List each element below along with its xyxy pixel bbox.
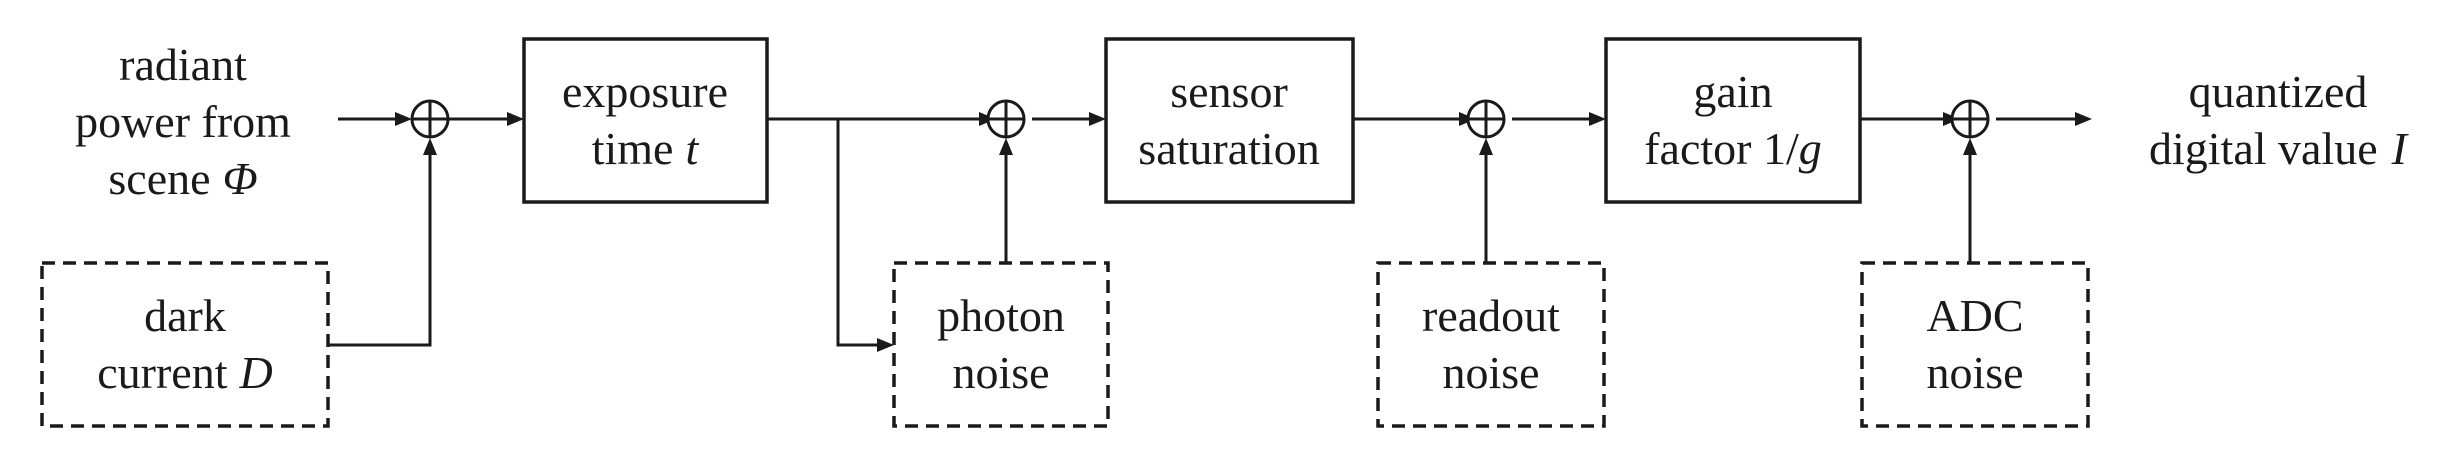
arrowhead-into-photon-noise <box>877 338 894 352</box>
output-symbol-i: I <box>2391 123 2410 174</box>
photon-noise-line1: photon <box>937 290 1065 341</box>
output-label-line1: quantized <box>2189 66 2368 117</box>
adc-noise-line2: noise <box>1926 347 2023 398</box>
arrowhead-into-gain <box>1589 112 1606 126</box>
dark-symbol-d: D <box>239 347 273 398</box>
arrowhead-into-sum1 <box>395 112 412 126</box>
exposure-time-word: time <box>592 123 674 174</box>
input-label-line1: radiant <box>119 39 247 90</box>
arrowhead-dark-into-sum1 <box>423 138 437 155</box>
wire-dark-current-to-sum1 <box>328 154 432 347</box>
input-label-line2: power from <box>75 96 291 147</box>
sensor-saturation-block: sensor saturation <box>1104 37 1355 204</box>
gain-factor-line2: factor 1/g <box>1644 123 1822 174</box>
adc-noise-block: ADC noise <box>1860 261 2090 428</box>
photon-noise-line2: noise <box>952 347 1049 398</box>
adc-noise-line1: ADC <box>1926 290 2023 341</box>
adc-noise-box <box>1860 261 2090 428</box>
exposure-symbol-t: t <box>685 123 699 174</box>
sensor-saturation-line2: saturation <box>1138 123 1319 174</box>
readout-noise-box <box>1376 261 1606 428</box>
gain-factor-block: gain factor 1/g <box>1604 37 1862 204</box>
summing-junction-3 <box>1466 99 1506 139</box>
photon-noise-block: photon noise <box>892 261 1110 428</box>
readout-noise-block: readout noise <box>1376 261 1606 428</box>
photon-noise-box <box>892 261 1110 428</box>
dark-current-line1: dark <box>144 290 226 341</box>
input-label-scene: scene <box>108 153 210 204</box>
gain-symbol-g: g <box>1799 123 1822 174</box>
input-symbol-phi: Φ <box>223 153 258 204</box>
readout-noise-line2: noise <box>1442 347 1539 398</box>
summing-junction-2 <box>986 99 1026 139</box>
arrowhead-readout-into-sum3 <box>1479 138 1493 155</box>
output-label-word: digital value <box>2149 123 2378 174</box>
arrowhead-into-exposure <box>507 112 524 126</box>
dark-current-box <box>40 261 330 428</box>
readout-noise-line1: readout <box>1422 290 1560 341</box>
sensor-saturation-line1: sensor <box>1170 66 1288 117</box>
input-label-line3: scene Φ <box>108 153 257 204</box>
arrowhead-photon-into-sum2 <box>999 138 1013 155</box>
arrowhead-into-output <box>2075 112 2092 126</box>
gain-factor-word: factor 1/ <box>1644 123 1799 174</box>
output-label: quantized digital value I <box>2149 66 2410 174</box>
gain-factor-line1: gain <box>1693 66 1772 117</box>
sensor-saturation-box <box>1104 37 1355 204</box>
summing-junction-4 <box>1950 99 1990 139</box>
wire-branch-to-photon-noise <box>836 119 878 347</box>
arrowhead-into-saturation <box>1089 112 1106 126</box>
arrowhead-adc-into-sum4 <box>1963 138 1977 155</box>
gain-factor-box <box>1604 37 1862 204</box>
summing-junction-1 <box>410 99 450 139</box>
exposure-time-line1: exposure <box>562 66 728 117</box>
dark-current-word: current <box>97 347 227 398</box>
output-label-line2: digital value I <box>2149 123 2410 174</box>
exposure-time-box <box>522 37 769 204</box>
input-label: radiant power from scene Φ <box>75 39 291 204</box>
